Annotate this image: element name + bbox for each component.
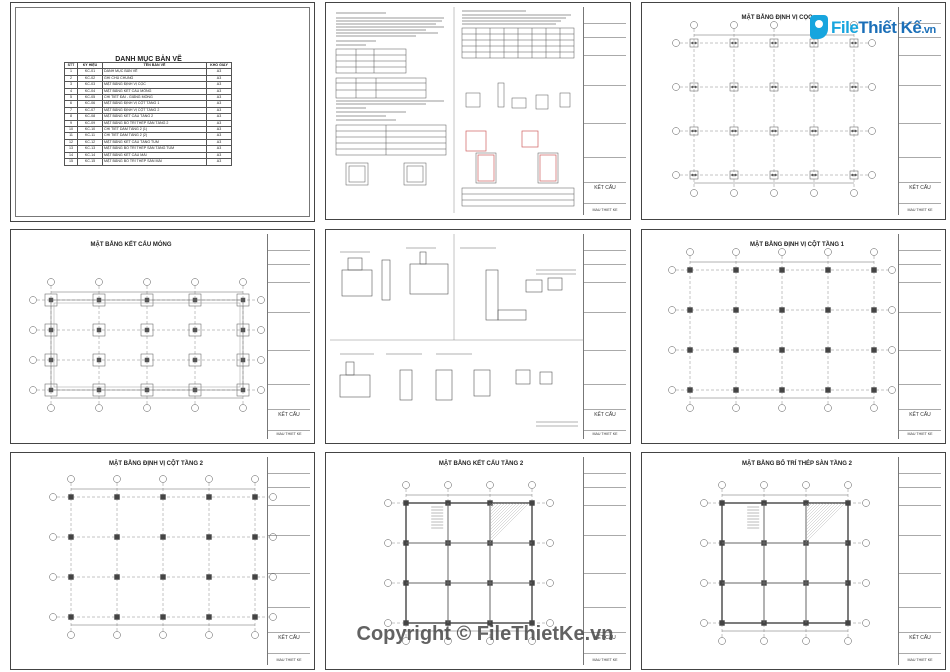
sheet-title: MẶT BẰNG KẾT CẤU MÓNG (90, 242, 172, 248)
sheet-floor2-structure: KẾT CẤU MAU THIET KE MẶT BẰNG KẾT CẤU TẦ… (325, 452, 631, 670)
title-block-code: MAU THIET KE (592, 432, 618, 436)
title-block: KẾT CẤU MAU THIET KE (267, 457, 310, 665)
foundation-plan-drawing (29, 278, 265, 412)
title-block-label: KẾT CẤU (909, 185, 931, 191)
column-floor1-drawing (668, 248, 896, 412)
index-paper: A3 (206, 113, 232, 121)
column-floor2-drawing (49, 475, 277, 639)
logo-text-vn: .vn (921, 24, 936, 36)
filethietke-logo: FileThiết Kế.vn (810, 14, 936, 44)
index-paper: A3 (206, 151, 232, 160)
title-block-code: MAU THIET KE (592, 658, 618, 662)
title-block-label: KẾT CẤU (594, 635, 616, 641)
notes-drawing (335, 7, 575, 213)
title-block-code: MAU THIET KE (907, 658, 933, 662)
title-block-label: KẾT CẤU (909, 412, 931, 418)
floor2-structure-drawing (384, 481, 554, 645)
title-block-label: KẾT CẤU (909, 635, 931, 641)
index-code: KC-15 (77, 158, 103, 166)
sheet-title: MẶT BẰNG KẾT CẤU TẦNG 2 (438, 461, 524, 467)
index-paper: A3 (206, 74, 232, 83)
index-paper: A3 (206, 106, 232, 115)
index-paper: A3 (206, 81, 232, 89)
sheet-pile-layout: KẾT CẤU MAU THIET KE MẶT BẰNG ĐỊNH VỊ CỌ… (641, 2, 946, 220)
title-block-label: KẾT CẤU (594, 185, 616, 191)
index-paper: A3 (206, 138, 232, 147)
title-block-label: KẾT CẤU (278, 635, 300, 641)
index-paper: A3 (206, 145, 232, 153)
index-paper: A3 (206, 100, 232, 108)
index-header-row: STT KÝ HIỆU TÊN BẢN VẼ KHỔ GIẤY (64, 61, 232, 70)
sheet-column-layout-floor-1: KẾT CẤU MAU THIET KE MẶT BẰNG ĐỊNH VỊ CỘ… (641, 229, 946, 444)
index-paper: A3 (206, 68, 232, 76)
title-block: KẾT CẤU MAU THIET KE (898, 457, 941, 665)
header-paper: KHỔ GIẤY (206, 61, 232, 70)
index-paper: A3 (206, 126, 232, 134)
title-block-label: KẾT CẤU (278, 412, 300, 418)
index-paper: A3 (206, 158, 232, 166)
sheet-column-layout-floor-2: KẾT CẤU MAU THIET KE MẶT BẰNG ĐỊNH VỊ CỘ… (10, 452, 315, 670)
title-block-code: MAU THIET KE (592, 208, 618, 212)
index-title: DANH MỤC BẢN VẼ (115, 56, 182, 63)
sheet-general-notes: KẾT CẤU MAU THIET KE (325, 2, 631, 220)
index-paper: A3 (206, 132, 232, 140)
sheet-title: MẶT BẰNG BỐ TRÍ THÉP SÀN TẦNG 2 (742, 461, 852, 467)
title-block: KẾT CẤU MAU THIET KE (898, 234, 941, 439)
sheet-foundation-details: KẾT CẤU MAU THIET KE (325, 229, 631, 444)
sheet-title: MẶT BẰNG ĐỊNH VỊ CỌC (741, 15, 813, 21)
sheet-index: DANH MỤC BẢN VẼ STT KÝ HIỆU TÊN BẢN VẼ K… (10, 2, 315, 222)
sheet-title: MẶT BẰNG ĐỊNH VỊ CỘT TẦNG 1 (750, 242, 844, 248)
title-block-code: MAU THIET KE (276, 432, 302, 436)
logo-text-file: File (831, 18, 859, 37)
title-block-code: MAU THIET KE (907, 208, 933, 212)
sheet-foundation-plan: KẾT CẤU MAU THIET KE MẶT BẰNG KẾT CẤU MÓ… (10, 229, 315, 444)
title-block: KẾT CẤU MAU THIET KE (583, 7, 626, 215)
index-paper: A3 (206, 87, 232, 96)
sheet-title: MẶT BẰNG ĐỊNH VỊ CỘT TẦNG 2 (109, 461, 203, 467)
title-block: KẾT CẤU MAU THIET KE (898, 7, 941, 215)
index-name: MẶT BẰNG BỐ TRÍ THÉP SÀN MÁI (102, 158, 207, 166)
title-block-label: KẾT CẤU (594, 412, 616, 418)
title-block-code: MAU THIET KE (276, 658, 302, 662)
copyright-watermark: Copyright © FileThietKe.vn (356, 623, 614, 645)
title-block: KẾT CẤU MAU THIET KE (583, 234, 626, 439)
sheet-floor2-slab-rebar: KẾT CẤU MAU THIET KE MẶT BẰNG BỐ TRÍ THÉ… (641, 452, 946, 670)
floor2-slab-drawing (700, 481, 870, 645)
index-stt: 15 (64, 158, 78, 166)
title-block-code: MAU THIET KE (907, 432, 933, 436)
sheet-frame (15, 7, 310, 217)
title-block: KẾT CẤU MAU THIET KE (267, 234, 310, 439)
index-paper: A3 (206, 93, 232, 102)
logo-text: FileThiết Kế.vn (831, 18, 936, 38)
index-paper: A3 (206, 119, 232, 128)
logo-text-thietke: Thiết Kế (858, 18, 922, 37)
title-block: KẾT CẤU MAU THIET KE (583, 457, 626, 665)
logo-mark-icon (810, 15, 828, 39)
pile-plan-drawing (672, 21, 876, 197)
foundation-details-drawing (330, 234, 584, 427)
